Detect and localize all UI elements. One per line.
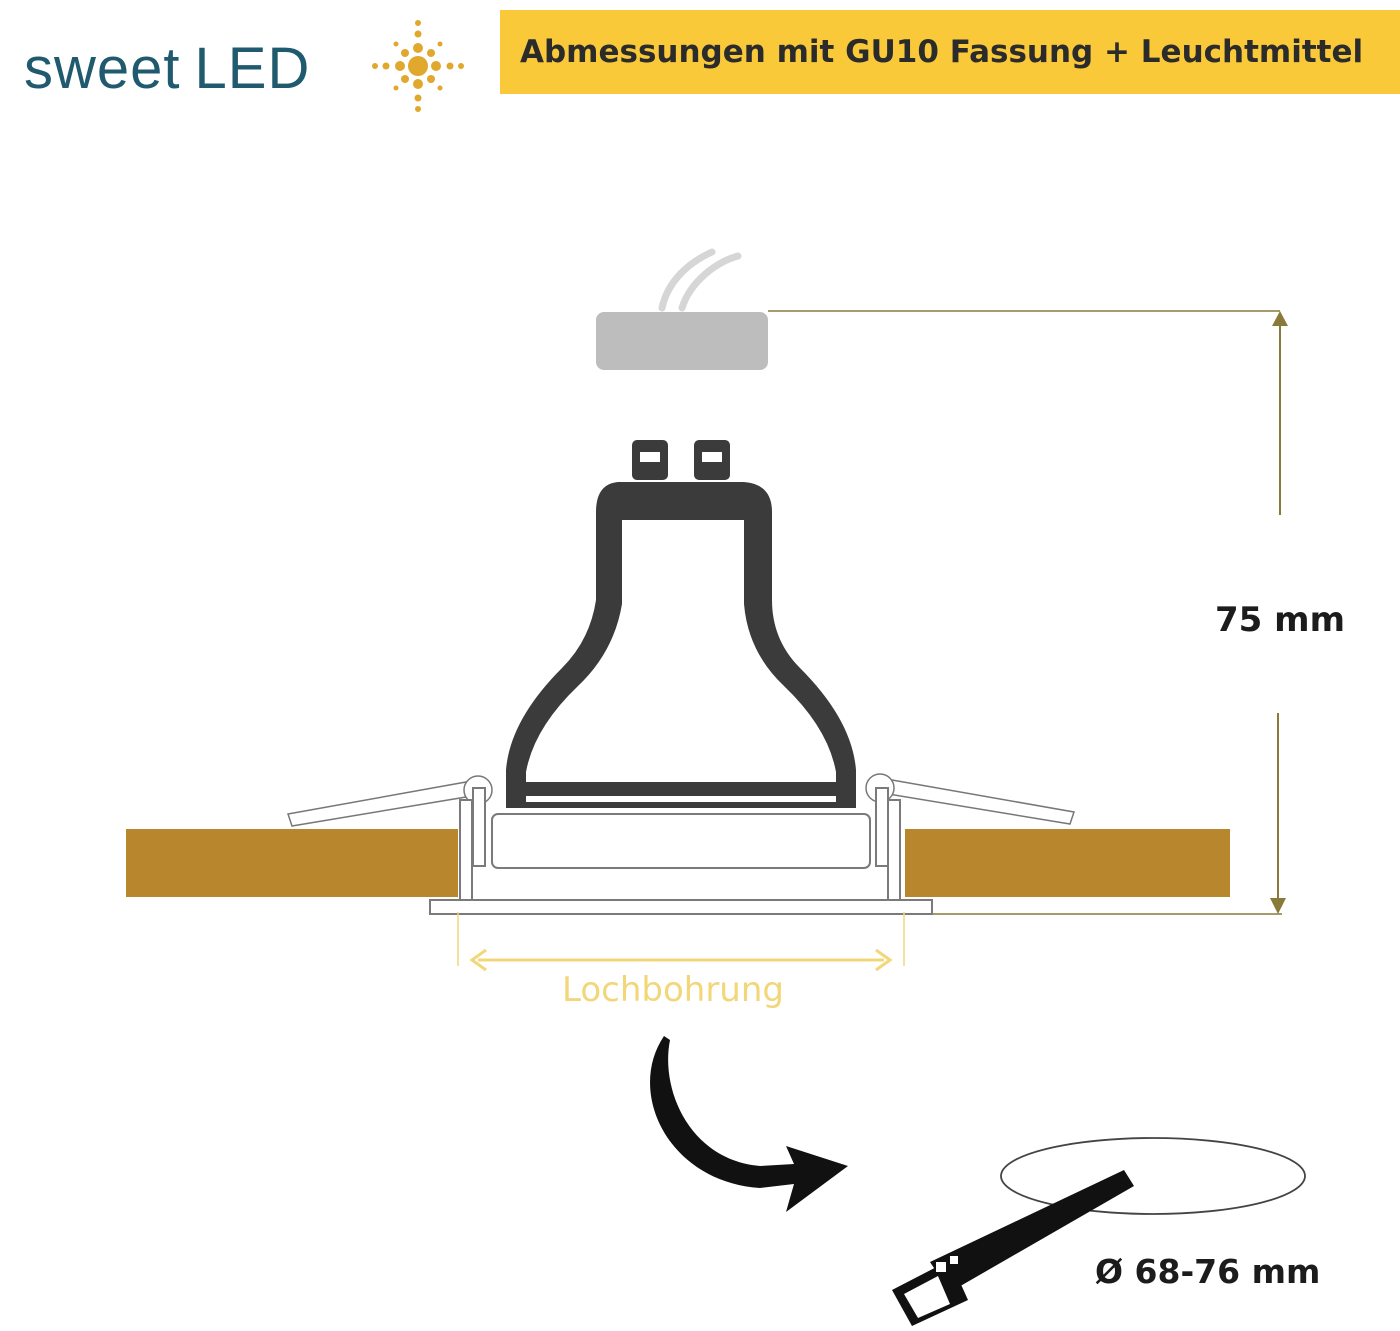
hole-drilling-label: Lochbohrung [562,970,784,1010]
ceiling-boards [126,829,1230,897]
brand-name-sweet: sweet [24,35,181,101]
hole-saw-icon [892,1170,1134,1326]
height-dimension [768,310,1288,915]
page-title: Abmessungen mit GU10 Fassung + Leuchtmit… [520,34,1364,70]
transformer-box [596,248,768,370]
sun-dots-icon [372,20,464,112]
curved-arrow [650,1036,848,1212]
height-dimension-label: 75 mm [1215,600,1346,640]
gu10-lamp [506,440,856,808]
diameter-label: Ø 68-76 mm [1095,1252,1321,1291]
drill-hole-outline [1000,1137,1306,1215]
hole-dimension [457,912,905,972]
header-banner: Abmessungen mit GU10 Fassung + Leuchtmit… [500,10,1400,94]
brand-name-led: LED [194,35,311,101]
downlight-frame [429,787,933,915]
